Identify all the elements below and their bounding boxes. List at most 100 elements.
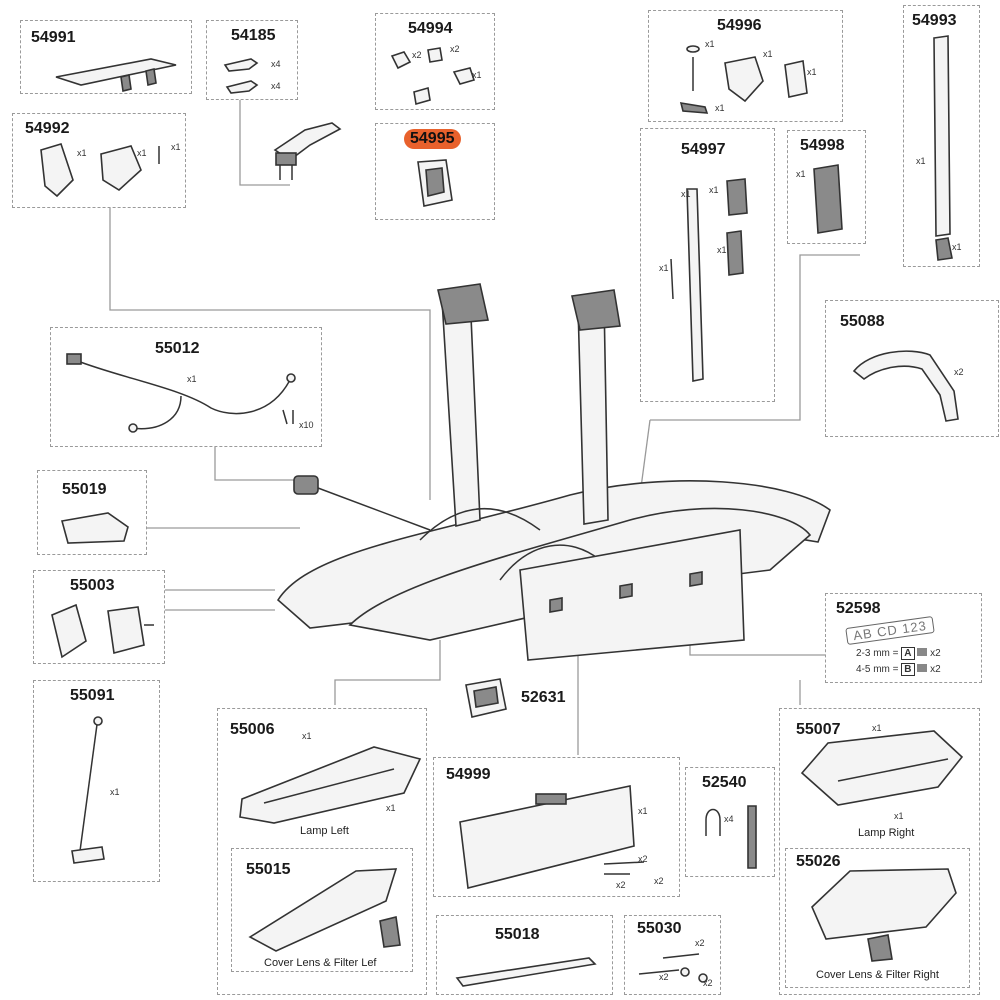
qty-label: x1	[681, 189, 691, 199]
qty-label: x1	[952, 242, 962, 252]
clamp-handle-icon	[273, 122, 342, 180]
handle-icon	[852, 350, 959, 422]
part-box-54995[interactable]: 54995	[375, 123, 495, 220]
cover-lens-right-icon	[811, 868, 957, 962]
part-box-54185[interactable]: 54185 x4 x4	[206, 20, 298, 100]
part-number: 55088	[840, 313, 885, 330]
part-box-52540[interactable]: 52540 x4	[685, 767, 775, 877]
qty-label: x1	[796, 169, 806, 179]
part-box-54992[interactable]: 54992 x1 x1 x1	[12, 113, 186, 208]
qty-label: x1	[709, 185, 719, 195]
qty-label: x1	[807, 67, 817, 77]
qty-label: x1	[187, 374, 197, 384]
clamp-set-icon	[40, 143, 160, 198]
part-box-55091[interactable]: 55091 x1	[33, 680, 160, 882]
part-number: 54997	[681, 141, 726, 158]
cable-harness-icon	[66, 353, 296, 433]
qty-label: x1	[137, 148, 147, 158]
part-box-55018[interactable]: 55018	[436, 915, 613, 995]
lever-icon	[223, 58, 259, 94]
part-number: 55018	[495, 926, 540, 943]
qty-label: x2	[703, 978, 713, 988]
part-box-54994[interactable]: 54994 x2 x2 x1	[375, 13, 495, 110]
part-number: 54998	[800, 137, 845, 154]
part-box-54997[interactable]: 54997 x1 x1 x1 x1	[640, 128, 775, 402]
qty-label: x1	[171, 142, 181, 152]
part-number: 55019	[62, 481, 107, 498]
lamp-left-icon	[239, 746, 422, 824]
part-number: 55012	[155, 340, 200, 357]
license-plate-holder-icon	[459, 785, 645, 889]
plug-adapter-icon	[51, 603, 154, 659]
part-box-55012[interactable]: 55012 x1 x10	[50, 327, 322, 447]
cable-clip-icon	[705, 805, 757, 869]
rail-profile-icon	[455, 957, 597, 987]
qty-label: x2	[695, 938, 705, 948]
qty-label: x1	[77, 148, 87, 158]
part-caption: Cover Lens & Filter Right	[816, 969, 939, 981]
qty-label: x4	[271, 81, 281, 91]
part-number: 54996	[717, 17, 762, 34]
rail-connector-icon	[55, 58, 177, 92]
qty-label: x2	[450, 44, 460, 54]
qty-label: x2	[659, 972, 669, 982]
part-number: 54994	[408, 20, 453, 37]
lamp-right-icon	[800, 730, 964, 806]
qty-label: x4	[271, 59, 281, 69]
part-number: 52540	[702, 774, 747, 791]
bolt-set-icon	[638, 953, 708, 983]
part-caption: Lamp Left	[300, 825, 349, 837]
qty-label: x1	[717, 245, 727, 255]
qty-label: x1	[894, 811, 904, 821]
part-box-55003[interactable]: 55003	[33, 570, 165, 664]
qty-label: x1	[872, 723, 882, 733]
part-box-54993[interactable]: 54993 x1 x1	[903, 5, 980, 267]
part-number: 55091	[70, 687, 115, 704]
foot-pad-icon	[60, 512, 129, 544]
qty-label: x1	[302, 731, 312, 741]
strap-set-icon	[670, 178, 748, 382]
spacer-row-1: 2-3 mm = A x2	[856, 647, 941, 660]
qty-label: x1	[705, 39, 715, 49]
part-number: 52598	[836, 600, 881, 617]
part-box-55019[interactable]: 55019	[37, 470, 147, 555]
strap-holder-icon	[417, 159, 453, 207]
qty-label: x1	[763, 49, 773, 59]
part-box-55030[interactable]: 55030 x2 x2 x2	[624, 915, 721, 995]
part-number: 55026	[796, 853, 841, 870]
part-box-55015[interactable]: 55015 Cover Lens & Filter Lef	[231, 848, 413, 972]
qty-label: x1	[110, 787, 120, 797]
license-plate-sample: AB CD 123	[845, 615, 935, 646]
cable-rod-icon	[71, 716, 105, 864]
cover-lens-left-icon	[248, 868, 401, 952]
ratchet-pad-icon	[813, 164, 843, 234]
part-box-54999[interactable]: 54999 x1 x2 x2 x2	[433, 757, 680, 897]
clip-set-icon	[390, 47, 476, 106]
part-box-54991[interactable]: 54991	[20, 20, 192, 94]
part-box-52598[interactable]: 52598 AB CD 123 2-3 mm = A x2 4-5 mm = B…	[825, 593, 982, 683]
qty-label: x1	[386, 803, 396, 813]
part-box-54998[interactable]: 54998 x1	[787, 130, 866, 244]
qty-label: x1	[638, 806, 648, 816]
part-box-55088[interactable]: 55088 x2	[825, 300, 999, 437]
part-number: 54999	[446, 766, 491, 783]
part-box-54996[interactable]: 54996 x1 x1 x1 x1	[648, 10, 843, 122]
part-number: 55003	[70, 577, 115, 594]
qty-label: x10	[299, 420, 314, 430]
qty-label: x2	[638, 854, 648, 864]
part-caption: Cover Lens & Filter Lef	[264, 957, 377, 969]
qty-label: x1	[659, 263, 669, 273]
part-number: 55006	[230, 721, 275, 738]
qty-label: x2	[654, 876, 664, 886]
part-number: 55007	[796, 721, 841, 738]
part-number: 54993	[912, 12, 957, 29]
part-number: 54185	[231, 27, 276, 44]
qty-label: x4	[724, 814, 734, 824]
qty-label: x1	[472, 70, 482, 80]
part-box-55026[interactable]: 55026 Cover Lens & Filter Right	[785, 848, 970, 988]
part-number: 52631	[521, 689, 566, 706]
bike-rack-assembly-icon	[276, 283, 831, 661]
part-number: 55030	[637, 920, 682, 937]
part-caption: Lamp Right	[858, 827, 915, 839]
part-number: 55015	[246, 861, 291, 878]
